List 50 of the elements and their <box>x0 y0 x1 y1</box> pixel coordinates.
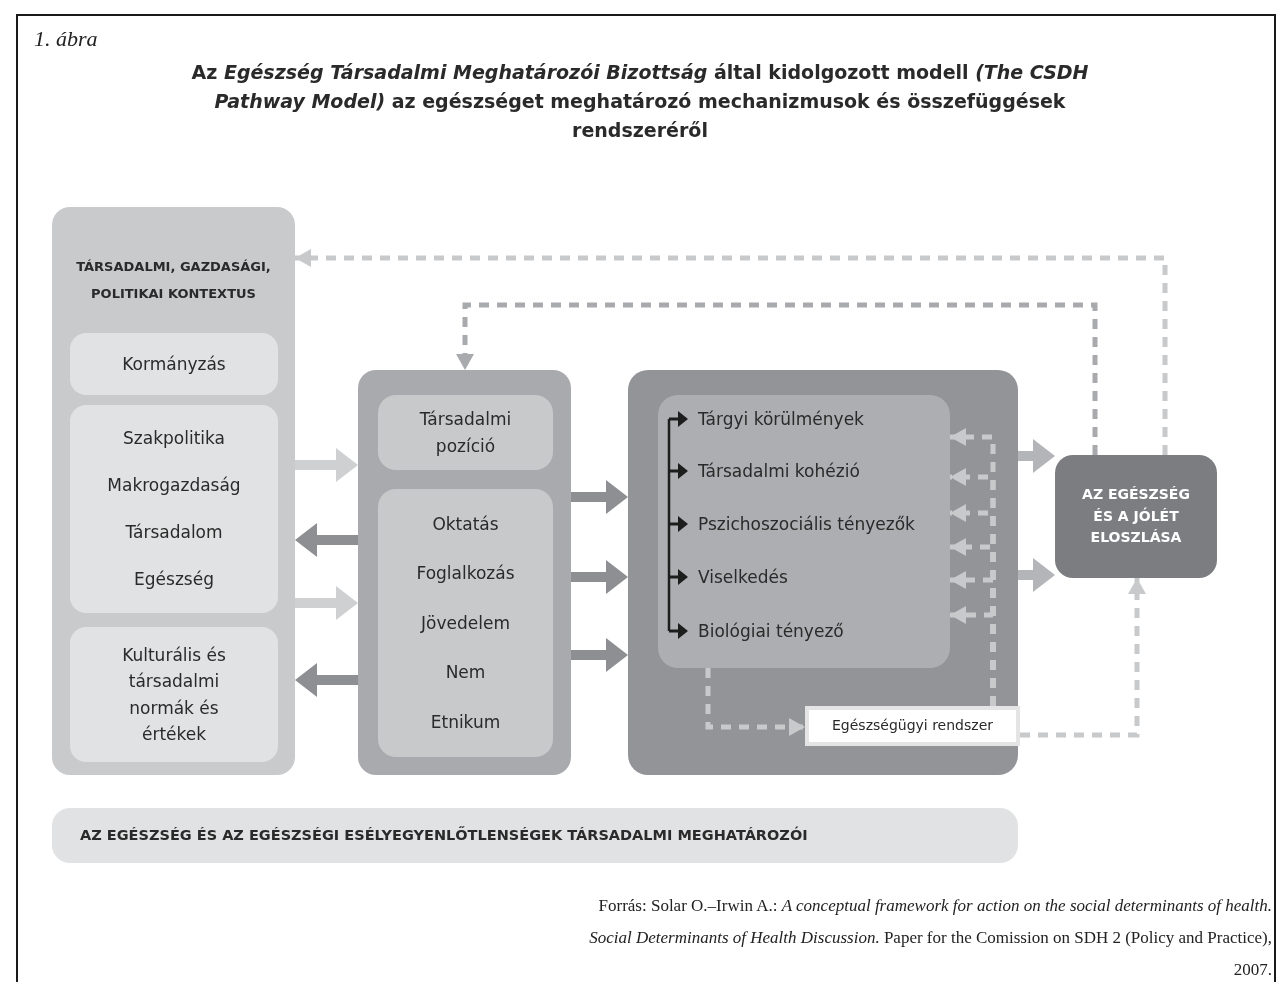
system-box <box>805 706 1020 746</box>
list-item: Nem <box>444 661 487 685</box>
list-item: Tárgyi körülmények <box>698 408 864 431</box>
list-item: Makrogazdaság <box>106 474 242 498</box>
list-item: Etnikum <box>429 711 502 734</box>
list-item: Viselkedés <box>698 566 788 589</box>
block-arrow <box>1018 558 1055 592</box>
category-box <box>70 627 278 762</box>
factor-box <box>658 395 950 668</box>
box-text: Kulturális és társadalmi normák és értékek <box>121 643 227 746</box>
block-arrow <box>571 560 628 594</box>
list-item: Társadalom <box>124 521 224 545</box>
dashed-arrow <box>1020 578 1146 738</box>
category-box <box>70 405 278 613</box>
list-item: Jövedelem <box>419 611 511 635</box>
block-arrow <box>295 448 358 482</box>
dashed-arrow <box>950 606 996 706</box>
box-text: Egészségügyi rendszer <box>831 716 994 736</box>
list-item: Társadalmi kohézió <box>698 460 860 483</box>
category-box <box>378 489 553 757</box>
category-box <box>378 395 553 470</box>
banner <box>52 808 1018 863</box>
block-arrow <box>571 638 628 672</box>
box-text: Társadalmi pozíció <box>418 408 513 458</box>
caption: Forrás: Solar O.–Irwin A.: A conceptual framework for action on the social determinants of health. Social Determinants of Health Discussion. Paper for the Comission on SDH 2 (Policy and Practice), 2007. <box>588 895 1272 981</box>
list-item: Foglalkozás <box>415 562 516 586</box>
dashed-arrow <box>456 302 1098 455</box>
group-panel <box>358 370 571 775</box>
dashed-arrow <box>295 249 1168 455</box>
list-item: Pszichoszociális tényezők <box>698 513 915 536</box>
list-item: Oktatás <box>431 512 500 536</box>
block-arrow <box>295 586 358 620</box>
list-item: Egészség <box>133 568 215 592</box>
list-item: Biológiai tényező <box>698 620 844 643</box>
box-text: AZ EGÉSZSÉG ÉS A JÓLÉT ELOSZLÁSA <box>1081 484 1191 548</box>
figure-number: 1. ábra <box>34 26 98 52</box>
panel-heading: TÁRSADALMI, GAZDASÁGI, POLITIKAI KONTEXTUS <box>75 257 272 303</box>
block-arrow <box>571 480 628 514</box>
title: Az Egészség Társadalmi Meghatározói Bizottság által kidolgozott modell (The CSDH Pathway Model) az egészséget meghatározó mechanizmusok és összefüggések rendszeréről <box>190 60 1090 143</box>
box-text: AZ EGÉSZSÉG ÉS AZ EGÉSZSÉGI ESÉLYEGYENLŐTLENSÉGEK TÁRSADALMI MEGHATÁROZÓI <box>80 825 808 846</box>
block-arrow <box>295 663 358 697</box>
category-box <box>70 333 278 395</box>
list-item: Szakpolitika <box>122 427 226 451</box>
dashed-arrow <box>705 668 805 736</box>
group-panel <box>628 370 1018 775</box>
outcome-box <box>1055 455 1217 578</box>
box-text: Kormányzás <box>121 352 227 376</box>
block-arrow <box>295 523 358 557</box>
block-arrow <box>1018 439 1055 473</box>
context-panel <box>52 207 295 775</box>
